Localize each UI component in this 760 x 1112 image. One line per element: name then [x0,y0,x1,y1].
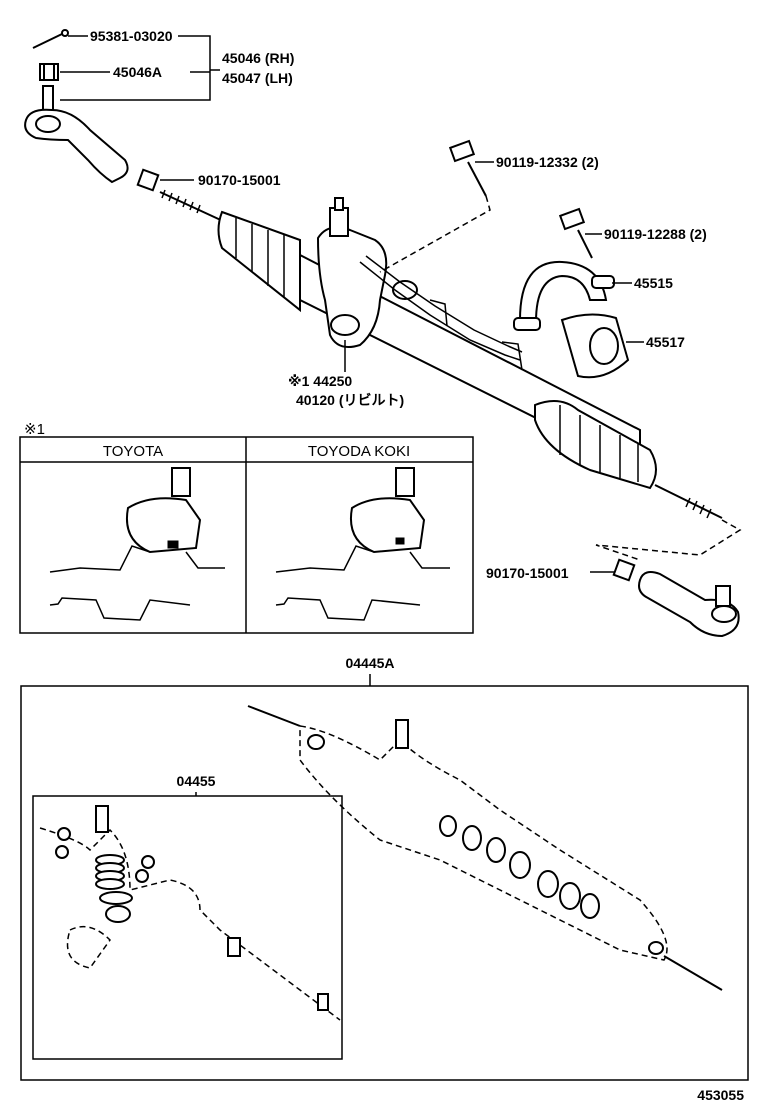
label-locknut-upper: 90170-15001 [198,172,281,188]
note-box [19,436,474,634]
label-bushing: 45517 [646,334,685,350]
label-pin: 95381-03020 [90,28,173,44]
locknut-lower [612,558,636,582]
tie-rod-end-upper [24,85,129,184]
label-nut: 45046A [113,64,162,80]
label-bolt-1: 90119-12332 (2) [496,154,599,170]
label-locknut-lower: 90170-15001 [486,565,569,581]
label-tie-end-lh: 45047 (LH) [222,70,293,86]
bolt-upper [448,139,487,197]
label-kit-sub: 04455 [177,773,216,789]
bracket-tie-end [60,35,220,101]
note-sketch-toyoda-koki [275,467,450,621]
label-tie-end-rh: 45046 (RH) [222,50,294,66]
figure-number: 453055 [697,1087,744,1103]
locknut-upper [136,168,160,192]
kit-sub-box [32,795,343,1060]
dash-lower [595,519,742,561]
note-col-toyoda-koki: TOYODA KOKI [308,443,410,460]
rack-bushing [560,313,630,379]
spring-icon [95,854,125,890]
kit-sub-sketch [39,805,341,1021]
kit-main-sketch [247,705,723,991]
dash-bolt-upper [379,195,491,273]
castle-nut [39,63,59,81]
tie-rod-end-lower [638,571,740,638]
kit-main-box [20,685,749,1081]
steering-rack-assembly [159,189,723,519]
label-bolt-2: 90119-12288 (2) [604,226,707,242]
label-rack-rebuilt: 40120 (リビルト) [296,392,404,408]
label-rack-code: ※1 44250 [288,373,352,389]
clamp-bracket [513,260,615,331]
note-col-toyota: TOYOTA [103,443,163,460]
label-kit-main: 04445A [345,655,394,671]
label-bracket: 45515 [634,275,673,291]
cotter-pin [32,29,69,49]
note-marker: ※1 [24,421,45,438]
note-sketch-toyota [49,467,225,621]
bolt-lower [558,207,593,259]
